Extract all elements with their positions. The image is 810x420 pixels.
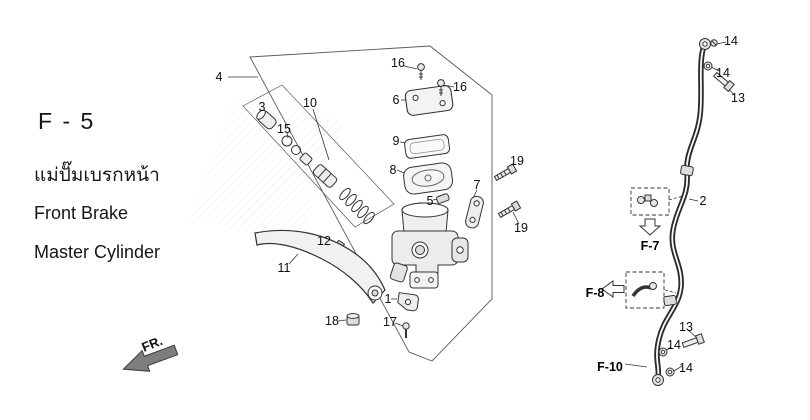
washer-14-b [665,367,675,377]
washer-14-a [658,347,668,357]
bottom-hardware [658,333,705,377]
hose-top-banjo [699,38,711,50]
master-cylinder-body [389,202,469,289]
piston-spring [339,187,375,225]
cap-screw-16b [437,79,445,96]
outlet-boss [389,262,408,283]
boot-part3 [256,109,277,130]
top-hardware [703,39,735,93]
screw-14-top [710,39,718,47]
title-english-line2: Master Cylinder [34,242,161,262]
washer-14-top [703,61,713,71]
figure-code: F - 5 [38,108,96,134]
fr-arrow-icon [122,344,179,372]
hose-bottom-banjo [652,374,664,386]
cap-screws-16 [417,63,445,96]
nut-18 [346,313,360,326]
bracket-1 [397,292,419,312]
bolt-13-bottom [681,333,705,349]
hose-clamp-lower [663,294,677,307]
assembly-boundary [242,45,493,362]
bolt-19a [493,163,518,182]
bolt-13-top [712,71,735,93]
diaphragm-8 [403,162,454,195]
title-english-line1: Front Brake [34,203,129,223]
brake-lever-11 [254,229,386,304]
clamp-half [409,271,439,289]
fr-label: FR. [140,333,165,355]
ref-box-f8 [601,271,665,309]
reservoir-cap [404,85,454,116]
screw-17 [402,322,410,338]
background-hatch [190,96,344,244]
ref-box-f7 [630,187,670,236]
hose-clamp-upper [680,164,694,177]
title-thai: แม่ปั๊มเบรกหน้า [34,165,160,186]
piston-spacer [299,152,313,166]
clip-5 [436,193,450,204]
fr-direction: FR. [122,333,179,372]
piston-kit [256,109,375,225]
left-arrow-icon [601,280,625,298]
cap-plate-9 [404,134,451,159]
brake-hose-2 [652,38,711,386]
bolt-19b [497,200,522,219]
circlip-part15 [281,135,293,147]
piston [312,164,338,188]
down-arrow-icon [638,218,662,236]
cap-screw-16a [417,63,425,80]
bracket-7 [465,195,484,229]
washer-part15 [291,145,301,155]
